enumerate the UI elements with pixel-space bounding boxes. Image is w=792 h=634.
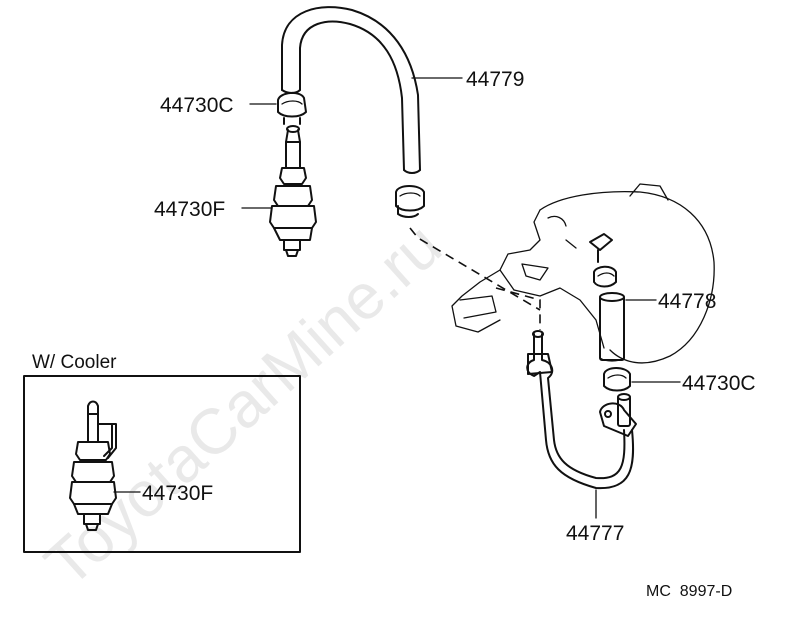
label-44777: 44777 [566, 522, 624, 545]
dashed-leader-hose [409, 227, 541, 311]
inset-w-cooler: W/ Cooler 44730F [23, 352, 301, 553]
drawing-code: MC 8997-D [646, 583, 732, 600]
label-44730f-left: 44730F [154, 198, 225, 221]
dashed-leader-pipe [495, 287, 541, 330]
inset-title: W/ Cooler [32, 352, 117, 373]
hose-44778 [599, 292, 625, 362]
label-44730f-inset: 44730F [142, 482, 213, 505]
label-44779: 44779 [466, 68, 524, 91]
hose-44779 [281, 6, 421, 174]
clamp-44730c-right [603, 367, 631, 392]
label-44730c-right: 44730C [682, 372, 756, 395]
watermark: ToyotaCarMine.ru [31, 209, 455, 600]
clamp-right-upper [593, 265, 617, 288]
valve-44730f-left [269, 125, 317, 257]
engine-outline [451, 183, 715, 364]
clamp-44730c-left [277, 92, 307, 125]
valve-44730f-inset [69, 400, 117, 531]
pipe-44777 [526, 330, 637, 490]
clamp-hose-right [395, 185, 425, 218]
fitting-right-top [589, 233, 613, 263]
label-44730c-left: 44730C [160, 94, 234, 117]
label-44778: 44778 [658, 290, 716, 313]
